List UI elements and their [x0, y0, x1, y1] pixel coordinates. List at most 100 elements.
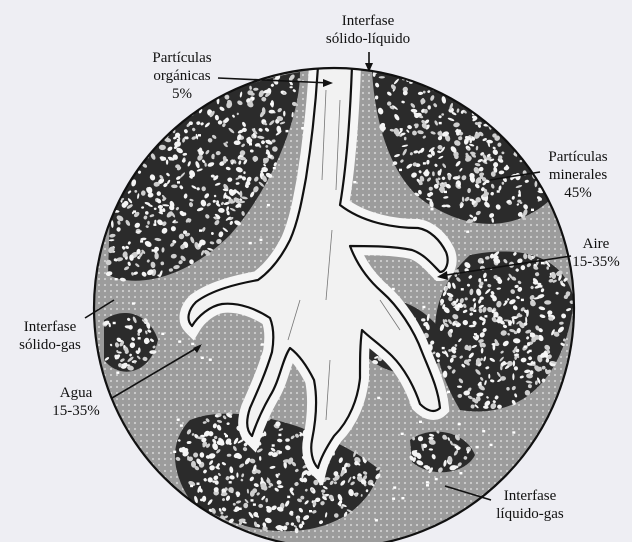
air-pocket — [225, 435, 228, 437]
mineral-grain — [160, 491, 164, 496]
air-pocket — [113, 322, 116, 324]
mineral-grain — [110, 449, 117, 455]
mineral-grain — [136, 466, 142, 472]
air-pocket — [435, 478, 438, 480]
mineral-grain — [114, 425, 117, 428]
air-pocket — [279, 451, 282, 453]
mineral-grain — [114, 439, 118, 444]
air-pocket — [508, 323, 511, 325]
mineral-grain — [283, 111, 285, 117]
mineral-grain — [113, 449, 117, 454]
air-pocket — [392, 498, 395, 500]
label-line: minerales — [530, 166, 626, 184]
label-interfase-solido-gas: Interfase sólido-gas — [2, 318, 98, 354]
mineral-grain — [487, 115, 495, 122]
air-pocket — [152, 249, 155, 251]
air-pocket — [270, 103, 273, 105]
air-pocket — [439, 122, 442, 124]
label-line: Agua — [38, 384, 114, 402]
air-pocket — [115, 278, 118, 280]
air-pocket — [484, 279, 487, 281]
air-pocket — [458, 305, 461, 307]
air-pocket — [539, 285, 542, 287]
air-pocket — [431, 208, 434, 210]
mineral-grain — [455, 344, 458, 347]
air-pocket — [444, 191, 447, 193]
air-pocket — [541, 262, 544, 264]
air-pocket — [400, 128, 403, 130]
mineral-grain — [113, 187, 120, 193]
mineral-grain — [148, 465, 152, 473]
mineral-grain — [110, 445, 114, 449]
air-pocket — [190, 485, 193, 487]
air-pocket — [447, 391, 450, 393]
mineral-grain — [189, 259, 194, 264]
air-pocket — [133, 210, 136, 212]
air-pocket — [198, 134, 201, 136]
air-pocket — [455, 446, 458, 448]
air-pocket — [484, 315, 487, 317]
air-pocket — [442, 347, 445, 349]
mineral-grain — [166, 159, 168, 164]
mineral-grain — [112, 197, 117, 201]
air-pocket — [422, 306, 425, 308]
air-pocket — [476, 446, 479, 448]
air-pocket — [474, 333, 477, 335]
air-pocket — [399, 169, 402, 171]
label-line: Aire — [562, 235, 630, 253]
label-line: 45% — [530, 184, 626, 202]
air-pocket — [251, 499, 254, 501]
mineral-grain — [114, 441, 120, 445]
air-pocket — [249, 143, 252, 145]
air-pocket — [286, 130, 289, 132]
mineral-grain — [147, 221, 150, 225]
air-pocket — [459, 472, 462, 474]
mineral-grain — [149, 484, 154, 490]
air-pocket — [177, 419, 180, 421]
air-pocket — [161, 333, 164, 335]
air-pocket — [197, 483, 200, 485]
air-pocket — [377, 397, 380, 399]
air-pocket — [461, 288, 464, 290]
air-pocket — [153, 224, 156, 226]
mineral-grain — [111, 430, 119, 438]
label-agua: Agua 15-35% — [38, 384, 114, 420]
air-pocket — [229, 481, 232, 483]
mineral-grain — [126, 174, 130, 179]
air-pocket — [497, 190, 500, 192]
air-pocket — [512, 431, 515, 433]
mineral-grain — [145, 147, 151, 153]
mineral-grain — [161, 480, 165, 484]
mineral-grain — [128, 459, 133, 466]
label-line: 5% — [126, 85, 238, 103]
mineral-grain — [107, 446, 111, 450]
mineral-grain — [107, 423, 115, 426]
air-pocket — [375, 519, 378, 521]
air-pocket — [173, 451, 176, 453]
air-pocket — [201, 357, 204, 359]
mineral-grain — [104, 436, 108, 442]
mineral-grain — [124, 473, 129, 479]
air-pocket — [199, 229, 202, 231]
air-pocket — [401, 433, 404, 435]
air-pocket — [249, 242, 252, 244]
mineral-grain — [104, 448, 112, 452]
mineral-grain — [115, 452, 119, 455]
air-pocket — [521, 299, 524, 301]
air-pocket — [339, 501, 342, 503]
mineral-grain — [137, 154, 141, 158]
air-pocket — [261, 343, 264, 345]
mineral-grain — [181, 498, 186, 505]
mineral-grain — [120, 463, 128, 470]
mineral-grain — [493, 343, 496, 350]
mineral-grain — [517, 148, 522, 152]
air-pocket — [490, 444, 493, 446]
air-pocket — [419, 421, 422, 423]
mineral-grain — [234, 140, 241, 145]
mineral-grain — [451, 355, 456, 358]
mineral-grain — [121, 465, 127, 471]
air-pocket — [529, 350, 532, 352]
air-pocket — [401, 497, 404, 499]
mineral-grain — [512, 373, 514, 380]
